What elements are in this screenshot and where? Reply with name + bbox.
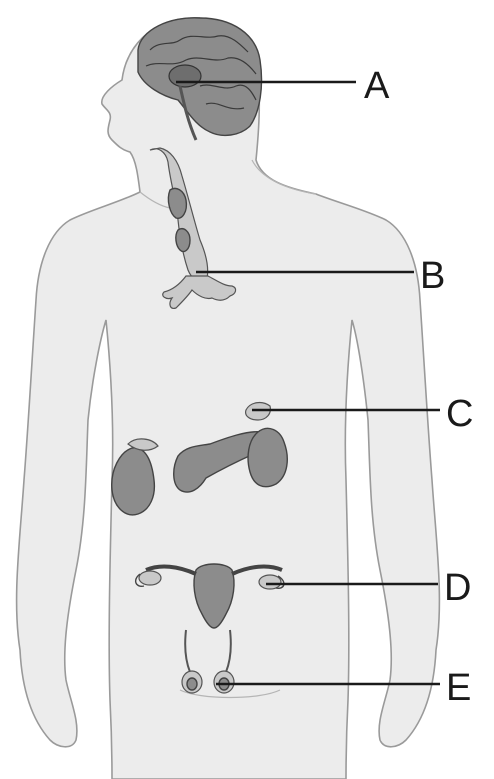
label-d: D xyxy=(444,567,471,609)
label-a: A xyxy=(364,65,390,107)
label-e: E xyxy=(446,667,471,709)
label-c: C xyxy=(446,393,473,435)
label-b: B xyxy=(420,255,445,297)
